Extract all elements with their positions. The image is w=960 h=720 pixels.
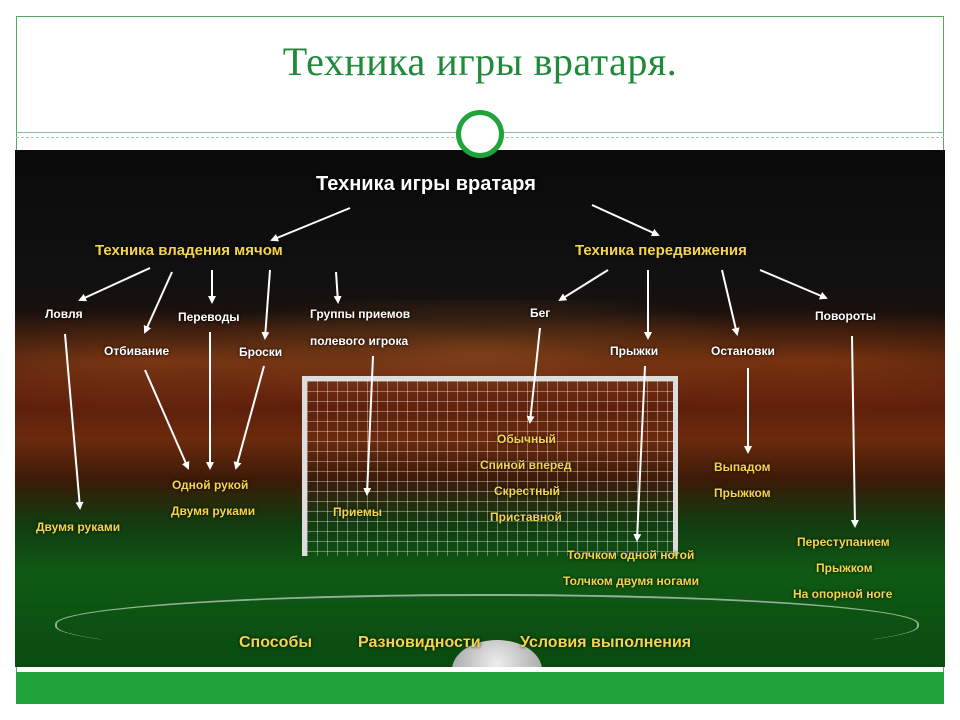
node-field-line2: полевого игрока	[310, 334, 409, 348]
turn-type-1: Переступанием	[797, 535, 890, 549]
footer-sposoby: Способы	[239, 634, 312, 651]
run-type-4: Приставной	[490, 510, 562, 524]
arrow-ostanovki	[721, 269, 740, 336]
run-type-2: Спиной вперед	[480, 458, 572, 472]
node-povoroty: Повороты	[815, 309, 876, 323]
diagram-root: Техника игры вратаря	[316, 173, 536, 195]
node-otbivanie: Отбивание	[104, 344, 170, 358]
stadium-background	[15, 150, 945, 667]
node-two-hands-lovlya: Двумя руками	[36, 520, 121, 534]
node-priemy: Приемы	[333, 505, 382, 519]
footer-raznovidnosti: Разновидности	[358, 634, 481, 651]
jump-type-1: Толчком одной ногой	[567, 548, 695, 562]
node-field-line1: Группы приемов	[310, 307, 411, 321]
turn-type-2: Прыжком	[816, 561, 873, 575]
arrow-lovlya-down	[64, 333, 84, 510]
run-type-3: Скрестный	[494, 484, 560, 498]
ball-handling-title: Техника владения мячом	[95, 242, 283, 259]
arrow-field-down	[363, 355, 374, 496]
slide-title: Техника игры вратаря.	[282, 39, 678, 84]
arrow-povoroty	[759, 269, 828, 300]
arrow-povoroty-down	[850, 335, 859, 528]
arrow-broski-down	[233, 365, 265, 470]
arrow-root-move	[591, 204, 660, 237]
node-lovlya: Ловля	[45, 307, 83, 321]
run-type-1: Обычный	[497, 432, 556, 446]
node-two-hands: Двумя руками	[171, 504, 256, 518]
arrow-root-ball	[270, 207, 351, 242]
arrow-otbivanie-down	[144, 369, 190, 470]
arrow-pryzhki-down	[633, 365, 646, 542]
footer-usloviya: Условия выполнения	[520, 634, 692, 651]
arrow-otbivanie	[143, 271, 173, 334]
stop-type-1: Выпадом	[714, 460, 771, 474]
jump-type-2: Толчком двумя ногами	[563, 574, 700, 588]
arrow-field	[333, 271, 342, 304]
node-beg: Бег	[530, 306, 551, 320]
arrow-broski	[261, 269, 271, 340]
node-ostanovki: Остановки	[711, 344, 775, 358]
node-broski: Броски	[239, 345, 283, 359]
movement-title: Техника передвижения	[575, 242, 747, 259]
stop-type-2: Прыжком	[714, 486, 771, 500]
node-perevody: Переводы	[178, 310, 240, 324]
node-one-hand: Одной рукой	[172, 478, 249, 492]
circle-icon	[456, 110, 504, 158]
arrow-beg	[558, 269, 609, 302]
turn-type-3: На опорной ноге	[793, 587, 893, 601]
bottom-bar	[16, 672, 944, 704]
arrow-lovlya	[78, 267, 151, 302]
pitch-marking	[55, 594, 919, 656]
arrow-beg-down	[526, 327, 541, 424]
node-pryzhki: Прыжки	[610, 344, 659, 358]
